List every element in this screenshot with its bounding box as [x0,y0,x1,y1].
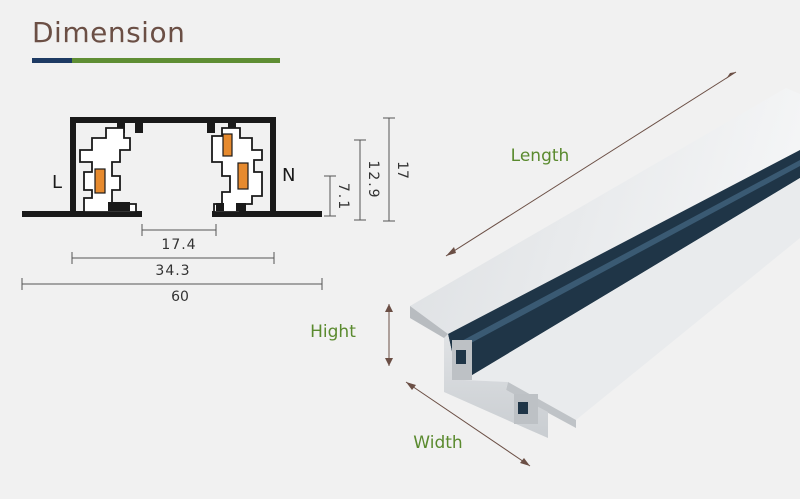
left-foot [108,202,130,211]
arrow-head [385,358,393,366]
track-top-rear [410,88,800,334]
top-tab [207,123,215,133]
dim-body-width: 34.3 [155,263,190,279]
page-title: Dimension [32,16,186,49]
right-conductor-lower [237,162,249,190]
right-foot [236,203,246,211]
label-L: L [52,172,62,193]
right-conductor-upper [222,133,233,157]
height-label: Hight [310,322,356,342]
left-bottom-lip [70,211,142,217]
track-top-front [464,178,800,420]
title-underline [32,58,280,63]
arrow-head [520,458,530,466]
left-flange [22,211,74,217]
dim-inner-opening: 17.4 [161,237,196,253]
end-slot [518,402,528,414]
right-foot [216,203,224,211]
track-end-face [410,306,548,438]
track-groove-highlight [456,160,800,350]
title-underline-navy [32,58,78,63]
width-indicator: Width [405,381,531,467]
label-N: N [282,165,295,186]
dim-height-body: 12.9 [365,160,381,199]
dim-lines-vertical [324,117,395,222]
product-render [410,88,800,438]
left-insulator [79,127,137,213]
arrow-head [726,72,736,79]
top-tab [135,123,143,133]
dim-height-total: 17 [394,161,410,179]
dim-height-lower: 7.1 [335,183,351,211]
length-label: Length [511,146,570,166]
width-label: Width [413,433,462,453]
right-insulator [211,127,263,213]
track-front-edge [506,382,576,428]
dim-lines-horizontal [21,224,323,290]
end-slot [456,350,466,364]
left-conductor [94,168,106,194]
arrow-head [446,247,456,256]
end-face-shadow [410,306,448,338]
length-indicator: Length [445,71,737,257]
dim-flange-width: 60 [171,289,189,305]
height-indicator: Hight [310,304,393,366]
title-underline-green [72,58,280,63]
right-flange [271,211,322,217]
right-bottom-lip [212,211,276,217]
cross-section: L N 17.4 34.3 60 [21,117,410,305]
arrow-head [385,304,393,312]
arrow-head [406,382,416,390]
